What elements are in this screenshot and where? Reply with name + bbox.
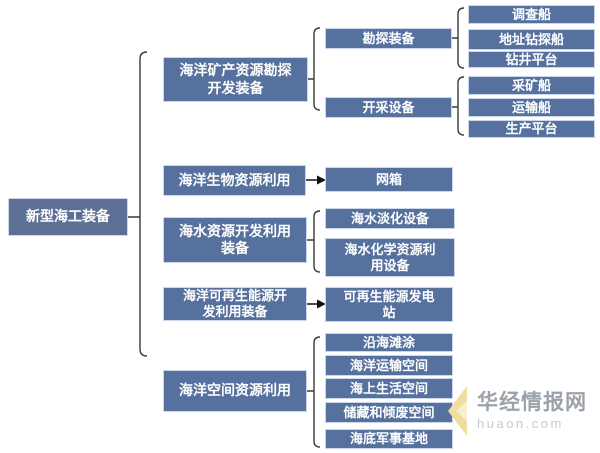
node-survey-ship: 调查船 <box>468 5 595 24</box>
brace-mining <box>452 76 465 136</box>
brace-space <box>307 336 321 448</box>
node-drilling-platform: 钻井平台 <box>468 51 595 68</box>
node-net-cage: 网箱 <box>325 167 453 192</box>
node-chemical-resources-equipment: 海水化学资源利 用设备 <box>325 238 455 277</box>
node-transport-ship: 运输船 <box>468 98 595 117</box>
node-mineral-resources: 海洋矿产资源勘探 开发装备 <box>163 57 308 102</box>
node-bio-resources: 海洋生物资源利用 <box>163 165 306 196</box>
node-mining-equipment: 开采设备 <box>325 97 452 118</box>
brace-root <box>128 51 148 357</box>
arrow-renewable <box>307 299 326 309</box>
node-exploration-equipment: 勘探装备 <box>325 28 452 49</box>
node-space-resources: 海洋空间资源利用 <box>163 370 307 412</box>
brace-seawater <box>307 210 321 273</box>
watermark-domain: huaon.com <box>477 416 564 432</box>
arrow-bio <box>306 175 326 185</box>
node-seawater-resources: 海水资源开发利用 装备 <box>163 217 307 263</box>
watermark-brand: 华经情报网 <box>477 390 587 414</box>
brace-mineral <box>308 27 321 111</box>
node-storage-dumping-space: 储藏和倾废空间 <box>325 402 453 423</box>
node-sea-living-space: 海上生活空间 <box>325 378 453 399</box>
huaon-logo-icon <box>448 386 467 436</box>
brace-exploration <box>452 7 465 69</box>
node-marine-transport-space: 海洋运输空间 <box>325 355 453 376</box>
watermark: 华经情报网 huaon.com <box>447 385 587 437</box>
node-coastal-mudflat: 沿海滩涂 <box>325 333 453 352</box>
node-desalination-equipment: 海水淡化设备 <box>325 208 455 229</box>
node-root: 新型海工装备 <box>8 198 128 236</box>
node-production-platform: 生产平台 <box>468 120 595 138</box>
watermark-text: 华经情报网 huaon.com <box>477 391 587 431</box>
node-geological-drilling-ship: 地址钻探船 <box>468 29 595 50</box>
node-seabed-military-base: 海底军事基地 <box>325 429 453 449</box>
node-renewable-energy: 海洋可再生能源开 发利用装备 <box>163 287 307 321</box>
node-power-station: 可再生能源发电 站 <box>325 287 453 322</box>
node-mining-ship: 采矿船 <box>468 76 595 95</box>
